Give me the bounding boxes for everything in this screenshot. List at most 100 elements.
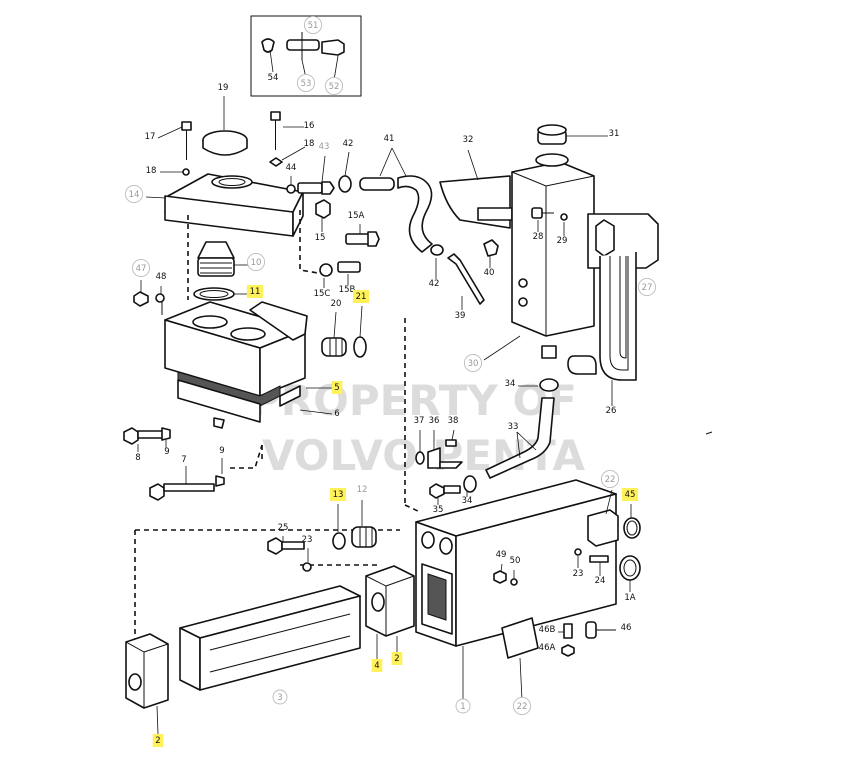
seal-45-ring-1A bbox=[619, 504, 641, 592]
part-label-48: 48 bbox=[156, 272, 167, 282]
part-label-18b: 18 bbox=[304, 139, 315, 149]
label-circle-51 bbox=[303, 15, 323, 35]
label-circle-30 bbox=[463, 353, 483, 373]
part-label-41: 41 bbox=[384, 134, 395, 144]
label-circle-1 bbox=[455, 698, 471, 714]
part-label-29: 29 bbox=[557, 236, 568, 246]
part-label-47: 47 bbox=[136, 264, 147, 274]
part-label-3: 3 bbox=[277, 693, 282, 703]
part-label-44: 44 bbox=[286, 163, 297, 173]
watermark-line-1: PROPERTY OF bbox=[250, 376, 577, 425]
tank-bracket bbox=[439, 149, 513, 229]
end-cover-left bbox=[125, 633, 169, 735]
expansion-tank-cover bbox=[145, 173, 304, 237]
part-label-25: 25 bbox=[278, 523, 289, 533]
expansion-tank bbox=[483, 124, 608, 361]
part-label-2b: 2 bbox=[155, 736, 160, 746]
part-label-52: 52 bbox=[329, 82, 340, 92]
thermostat-housing bbox=[164, 301, 333, 423]
label-circle-22b bbox=[512, 696, 532, 716]
label-circle-10 bbox=[246, 252, 266, 272]
reservoir-cap bbox=[202, 96, 248, 156]
part-label-1A: 1A bbox=[624, 593, 635, 603]
label-highlight-4 bbox=[371, 659, 383, 672]
label-highlight-45 bbox=[621, 488, 639, 501]
part-label-4: 4 bbox=[374, 661, 379, 671]
part-label-5: 5 bbox=[334, 383, 339, 393]
heat-exchanger-side bbox=[567, 213, 659, 406]
fittings-35-38 bbox=[415, 429, 463, 505]
heat-exchanger-housing bbox=[415, 479, 619, 700]
part-label-14: 14 bbox=[129, 190, 140, 200]
bolt-47-48 bbox=[133, 280, 165, 315]
part-label-22b: 22 bbox=[517, 702, 528, 712]
part-label-40: 40 bbox=[484, 268, 495, 278]
part-label-11: 11 bbox=[250, 287, 261, 297]
part-label-34a: 34 bbox=[505, 379, 516, 389]
part-label-15C: 15C bbox=[314, 289, 331, 299]
part-label-34b: 34 bbox=[462, 496, 473, 506]
part-label-46: 46 bbox=[621, 623, 632, 633]
part-label-35: 35 bbox=[433, 505, 444, 515]
part-label-50: 50 bbox=[510, 556, 521, 566]
label-highlight-21 bbox=[352, 290, 370, 303]
label-circle-52 bbox=[324, 76, 344, 96]
part-label-46A: 46A bbox=[539, 643, 556, 653]
part-label-15: 15 bbox=[315, 233, 326, 243]
thermostat bbox=[193, 241, 250, 301]
end-cover-4 bbox=[365, 565, 415, 660]
part-label-46B: 46B bbox=[539, 625, 556, 635]
part-label-10: 10 bbox=[251, 258, 262, 268]
label-circle-53 bbox=[296, 73, 316, 93]
bolts-28-29 bbox=[531, 207, 568, 236]
part-label-23a: 23 bbox=[302, 535, 313, 545]
label-circle-27 bbox=[637, 277, 657, 297]
bolt-25 bbox=[267, 536, 312, 572]
part-label-24: 24 bbox=[595, 576, 606, 586]
inset-detail-box bbox=[250, 15, 362, 97]
label-highlight-2a bbox=[391, 652, 403, 665]
part-label-12: 12 bbox=[357, 485, 368, 495]
cover-plate-22 bbox=[501, 617, 539, 701]
part-label-1: 1 bbox=[460, 702, 465, 712]
part-label-26: 26 bbox=[606, 406, 617, 416]
part-label-43: 43 bbox=[319, 142, 330, 152]
part-label-36: 36 bbox=[429, 416, 440, 426]
pipe-stub-20-21 bbox=[321, 305, 367, 358]
part-label-19: 19 bbox=[218, 83, 229, 93]
label-circle-14 bbox=[124, 184, 144, 204]
part-label-51: 51 bbox=[308, 21, 319, 31]
label-circle-22a bbox=[600, 469, 620, 489]
part-label-37: 37 bbox=[414, 416, 425, 426]
label-highlight-2b bbox=[152, 734, 164, 747]
label-circle-3 bbox=[272, 689, 288, 705]
part-label-32: 32 bbox=[463, 135, 474, 145]
hose-fittings bbox=[286, 151, 395, 288]
part-label-22a: 22 bbox=[605, 475, 616, 485]
hose-41 bbox=[379, 147, 499, 310]
hose-33 bbox=[463, 378, 559, 497]
part-label-18a: 18 bbox=[146, 166, 157, 176]
part-label-42b: 42 bbox=[429, 279, 440, 289]
seal-13-spring-12 bbox=[332, 500, 377, 550]
part-label-28: 28 bbox=[533, 232, 544, 242]
bolts-7-8-9 bbox=[123, 417, 225, 501]
part-label-42a: 42 bbox=[343, 139, 354, 149]
part-label-9a: 9 bbox=[164, 447, 169, 457]
part-label-9b: 9 bbox=[219, 446, 224, 456]
part-label-15A: 15A bbox=[348, 211, 365, 221]
part-label-45: 45 bbox=[625, 490, 636, 500]
tube-bundle-3 bbox=[179, 585, 361, 692]
part-label-8: 8 bbox=[135, 453, 140, 463]
part-label-6: 6 bbox=[334, 409, 339, 419]
drain-cocks-46 bbox=[558, 621, 616, 657]
part-label-13: 13 bbox=[333, 490, 344, 500]
part-label-54: 54 bbox=[268, 73, 279, 83]
part-label-21: 21 bbox=[356, 292, 367, 302]
part-label-16: 16 bbox=[304, 121, 315, 131]
part-label-39: 39 bbox=[455, 311, 466, 321]
part-label-27: 27 bbox=[642, 283, 653, 293]
part-label-49: 49 bbox=[496, 550, 507, 560]
